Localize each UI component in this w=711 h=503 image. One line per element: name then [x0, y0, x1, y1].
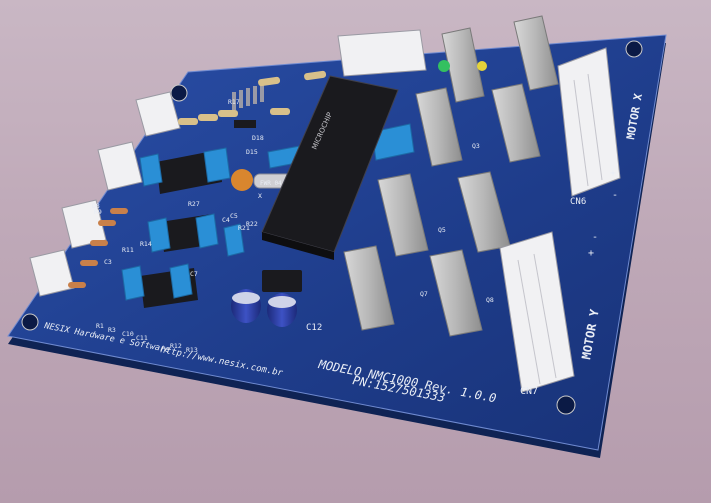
mounting-holes	[21, 40, 643, 415]
ref-r12: R12	[170, 342, 182, 350]
ref-d18: D18	[252, 134, 264, 142]
ref-r13: R13	[186, 346, 198, 354]
ref-r22: R22	[246, 220, 258, 228]
ref-d8: D8	[92, 202, 100, 210]
top-header-connector	[337, 29, 427, 77]
ref-c10: C10	[122, 330, 134, 338]
plus-label-x: +	[610, 168, 616, 179]
ref-r21: R21	[238, 224, 250, 232]
ref-q3: Q3	[472, 142, 480, 150]
svg-text:CN6: CN6	[570, 197, 586, 207]
left-connectors	[29, 91, 181, 297]
svg-text:-: -	[592, 232, 598, 243]
ref-q7: Q7	[420, 290, 428, 298]
to220-regulators	[343, 15, 559, 337]
motor-x-connector	[557, 47, 621, 197]
ref-x: X	[258, 192, 262, 200]
crystal-label: FWR 04 55	[260, 180, 293, 187]
ref-r27: R27	[188, 200, 200, 208]
minus-label-y: -	[592, 232, 598, 243]
ref-c5: C5	[230, 212, 238, 220]
ref-c4: C4	[222, 216, 230, 224]
ref-r1: R1	[96, 322, 104, 330]
ref-q8: Q8	[486, 296, 494, 304]
cn7-label: CN7	[520, 386, 538, 397]
electrolytic-capacitors	[231, 289, 297, 327]
ref-c7: C7	[190, 270, 198, 278]
ref-c11: C11	[136, 334, 148, 342]
ref-r11: R11	[122, 246, 134, 254]
blue-capacitors	[121, 123, 415, 301]
motor-y-connector	[499, 231, 575, 393]
svg-text:+: +	[610, 168, 616, 179]
ref-r17: R17	[228, 98, 240, 106]
diode-d18	[234, 120, 256, 128]
microcontroller: MICROCHIP	[261, 75, 399, 260]
ref-r3: R3	[108, 326, 116, 334]
svg-text:-: -	[612, 190, 618, 201]
led-green	[438, 60, 450, 72]
ref-r9: R9	[94, 208, 102, 216]
led-yellow	[477, 61, 487, 71]
plus-label-y: +	[588, 248, 594, 259]
svg-text:CN7: CN7	[520, 386, 538, 397]
svg-text:C12: C12	[306, 323, 322, 333]
ceramic-capacitor	[231, 169, 253, 191]
ref-c3: C3	[104, 258, 112, 266]
c12-label: C12	[306, 323, 322, 333]
minus-label-x: -	[612, 190, 618, 201]
ref-q5: Q5	[438, 226, 446, 234]
cn6-label: CN6	[570, 197, 586, 207]
svg-text:+: +	[588, 248, 594, 259]
ref-d15: D15	[246, 148, 258, 156]
ref-r14: R14	[140, 240, 152, 248]
svg-text:FWR 04 55: FWR 04 55	[260, 180, 293, 187]
resistors	[68, 70, 327, 288]
pin-header	[232, 84, 264, 110]
